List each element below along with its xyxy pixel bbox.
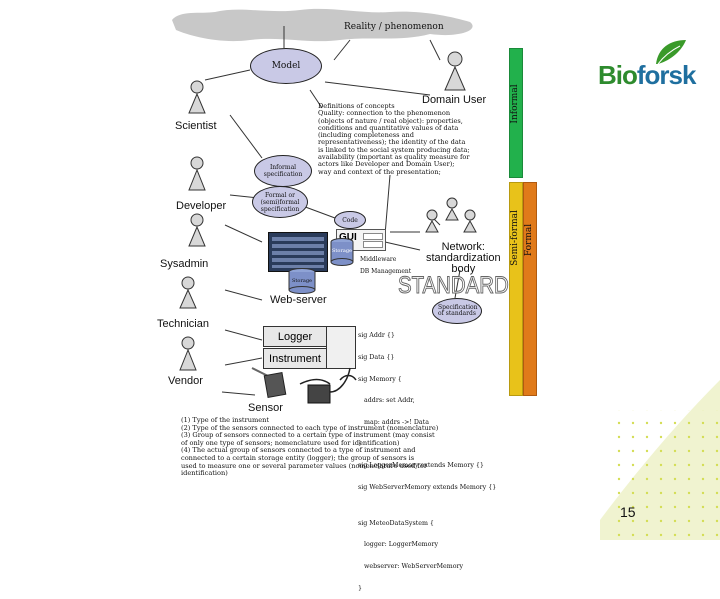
- actor-scientist: Scientist: [175, 120, 217, 132]
- code-line: sig MeteoDataSystem {: [358, 519, 434, 527]
- legend-text: (1) Type of the instrument (2) Type of t…: [181, 416, 439, 478]
- definition-line: conditions and quantitative values of da…: [318, 123, 459, 132]
- network-line: Network:: [441, 241, 485, 253]
- leaf-icon: [656, 40, 686, 65]
- storage-label-2: Storage: [292, 278, 312, 284]
- definition-line: way and context of the presentation;: [318, 167, 441, 176]
- code-line: }: [358, 584, 363, 592]
- gui-label: GUI: [339, 232, 357, 243]
- informal-bar: Informal: [509, 48, 523, 178]
- storage-cylinder: Storage: [330, 238, 354, 266]
- code-line: logger: LoggerMemory: [358, 541, 439, 549]
- definition-line: Quality: connection to the phenomenon: [318, 109, 451, 118]
- legend-line: (4) The actual group of sensors connecte…: [181, 446, 416, 455]
- definition-line: (including completeness and: [318, 131, 414, 140]
- code-line: sig Addr {}: [358, 332, 395, 340]
- network-label: Network: standardization body: [426, 242, 501, 275]
- logger-label: Logger: [277, 330, 313, 343]
- network-line: standardization: [426, 252, 501, 264]
- storage-label-1: Storage: [332, 248, 352, 254]
- definition-line: availability (important as quality measu…: [318, 153, 470, 162]
- semi-formal-bar: Semi-formal: [509, 182, 523, 396]
- logo-text-bio: Bio: [598, 60, 638, 90]
- actor-sysadmin: Sysadmin: [160, 258, 209, 270]
- storage-cylinder: Storage: [288, 268, 316, 294]
- network-line: body: [451, 263, 476, 275]
- code-line: }: [358, 440, 363, 448]
- reality-label: Reality / phenomenon: [344, 22, 444, 32]
- code-line: sig Memory {: [358, 375, 402, 383]
- code-line: map: addrs ->! Data: [358, 418, 429, 426]
- sensor-label: Sensor: [248, 402, 283, 414]
- legend-line: (1) Type of the instrument: [181, 416, 270, 424]
- formal-spec-label: Formal or (semi)formal specification: [260, 191, 300, 213]
- definition-line: is linked to the social system producing…: [318, 145, 470, 154]
- formal-bar: Formal: [523, 182, 537, 396]
- code-ellipse: Code: [334, 211, 366, 229]
- definition-line: (objects of nature / real object): prope…: [318, 116, 463, 125]
- definition-line: actors like Developer and Domain User);: [318, 160, 455, 169]
- informal-spec-label: Informal specification: [263, 164, 303, 178]
- actor-developer: Developer: [176, 200, 227, 212]
- logo-text-forsk: forsk: [636, 60, 697, 90]
- definition-line: representativeness); the identity of the…: [318, 138, 466, 147]
- code-line: sig Data {}: [358, 354, 395, 362]
- code-line: addrs: set Addr,: [358, 397, 415, 405]
- code-line: sig WebServerMemory extends Memory {}: [358, 483, 497, 491]
- model-ellipse: Model: [250, 48, 322, 84]
- instrument-box: Instrument: [263, 348, 327, 369]
- code-line: sig LoggerMemory extends Memory {}: [358, 462, 484, 470]
- legend-line: (3) Group of sensors connected to a cert…: [181, 431, 435, 440]
- formal-spec-ellipse: Formal or (semi)formal specification: [252, 186, 308, 218]
- semi-formal-bar-label: Semi-formal: [510, 210, 520, 266]
- logger-box: Logger: [263, 326, 327, 347]
- legend-line: used to measure one or several parameter…: [181, 461, 428, 470]
- definition-line: Definitions of concepts: [318, 102, 395, 110]
- standards-label: STANDARDS: [398, 272, 523, 300]
- middleware-label: Middleware: [360, 256, 397, 263]
- webserver-label: Web-server: [270, 294, 327, 306]
- db-management-label: DB Management: [360, 268, 412, 275]
- legend-line: of only one type of sensors; nomenclatur…: [181, 438, 400, 447]
- actor-domain-user: Domain User: [422, 94, 487, 106]
- informal-spec-ellipse: Informal specification: [254, 155, 312, 187]
- code-line: webserver: WebServerMemory: [358, 562, 464, 570]
- code-label: Code: [342, 216, 358, 224]
- spec-standards-ellipse: Specification of standards: [432, 298, 482, 324]
- legend-line: connected to a certain storage entity (l…: [181, 453, 415, 462]
- spec-standards-label: Specification of standards: [438, 303, 478, 317]
- instrument-label: Instrument: [269, 352, 321, 365]
- legend-line: identification): [181, 469, 228, 478]
- bioforsk-logo: Bioforsk: [598, 38, 698, 98]
- informal-bar-label: Informal: [510, 84, 520, 124]
- logger-side-bracket: [326, 326, 356, 369]
- definitions-text: Definitions of concepts Quality: connect…: [318, 102, 470, 176]
- model-label: Model: [271, 61, 301, 71]
- server-rack-image: [268, 232, 328, 272]
- legend-line: (2) Type of the sensors connected to eac…: [181, 423, 439, 432]
- actor-vendor: Vendor: [168, 375, 203, 387]
- actor-technician: Technician: [157, 318, 209, 330]
- page-number: 15: [620, 504, 636, 520]
- formal-bar-label: Formal: [524, 223, 534, 257]
